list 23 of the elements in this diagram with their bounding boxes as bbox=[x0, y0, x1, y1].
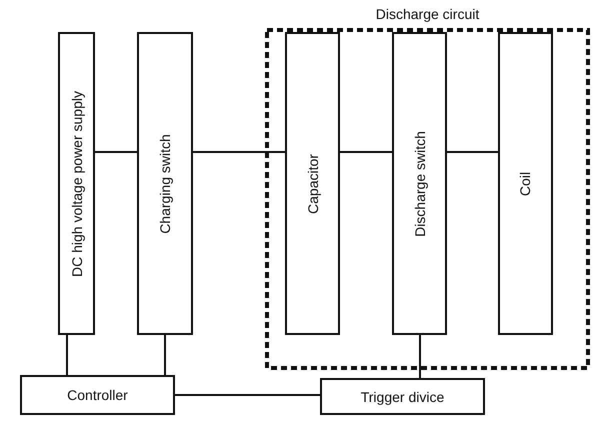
block-label: Controller bbox=[67, 387, 128, 403]
block-label: Trigger divice bbox=[360, 388, 444, 404]
connector-line bbox=[193, 151, 285, 153]
block-label: Capacitor bbox=[304, 154, 320, 214]
group-label: Discharge circuit bbox=[374, 6, 480, 22]
component-block bbox=[137, 32, 193, 335]
block-label: Charging switch bbox=[157, 134, 173, 234]
component-block bbox=[58, 32, 95, 335]
block-label: DC high voltage power supply bbox=[68, 90, 84, 276]
connector-line bbox=[66, 335, 68, 375]
connector-line bbox=[164, 335, 166, 375]
block-label: Discharge switch bbox=[412, 130, 428, 236]
connector-line bbox=[447, 151, 498, 153]
component-block bbox=[498, 32, 553, 335]
component-block bbox=[392, 32, 447, 335]
control-block bbox=[320, 378, 485, 415]
block-label: Coil bbox=[518, 171, 534, 196]
connector-line bbox=[419, 335, 421, 378]
control-block bbox=[20, 375, 175, 415]
connector-line bbox=[175, 394, 320, 396]
connector-line bbox=[95, 151, 137, 153]
component-block bbox=[285, 32, 340, 335]
connector-line bbox=[340, 151, 392, 153]
